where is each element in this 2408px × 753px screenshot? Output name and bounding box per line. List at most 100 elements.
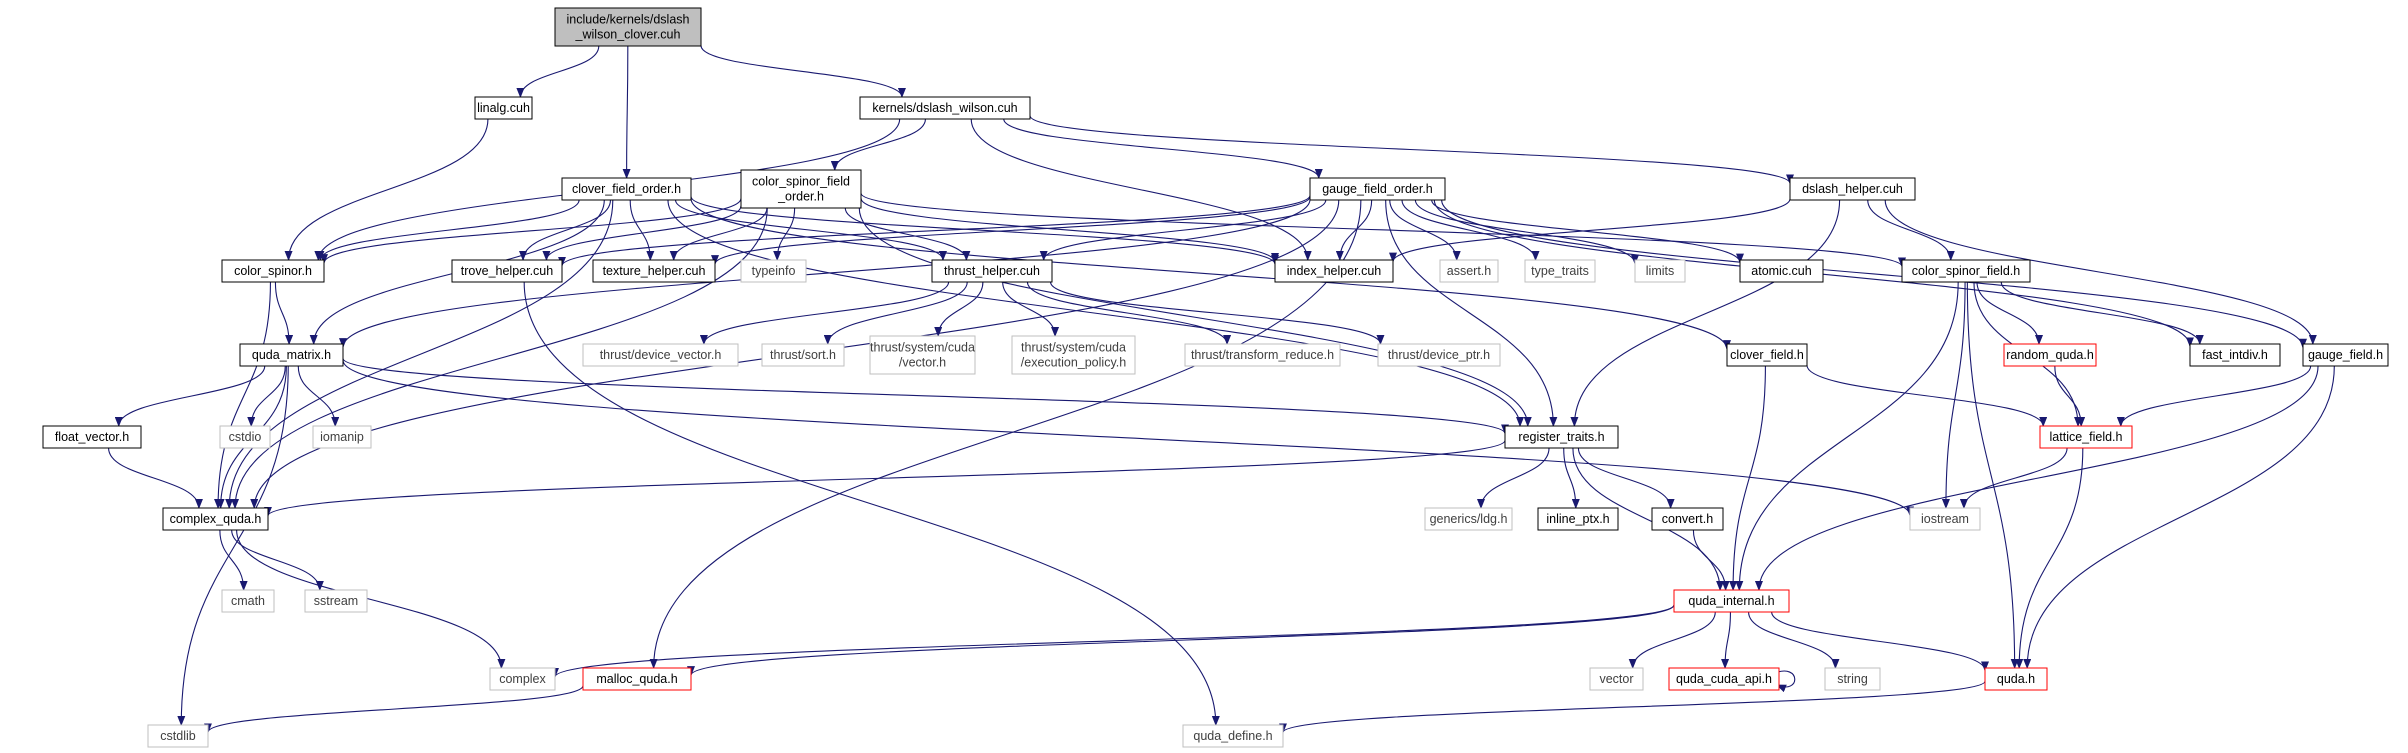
node-label: thrust_helper.cuh bbox=[944, 264, 1040, 278]
node-color_spinor_field_order[interactable]: color_spinor_field_order.h bbox=[740, 169, 862, 209]
node-trove_helper[interactable]: trove_helper.cuh bbox=[451, 259, 563, 283]
node-label: type_traits bbox=[1531, 264, 1589, 278]
node-vector[interactable]: vector bbox=[1589, 667, 1644, 691]
node-box bbox=[1901, 259, 2031, 283]
node-lattice_field[interactable]: lattice_field.h bbox=[2039, 425, 2133, 449]
node-clover_field[interactable]: clover_field.h bbox=[1726, 343, 1808, 367]
edge-root-to-linalg bbox=[516, 45, 600, 98]
node-index_helper[interactable]: index_helper.cuh bbox=[1274, 259, 1394, 283]
node-box bbox=[312, 425, 372, 449]
node-typeinfo[interactable]: typeinfo bbox=[740, 259, 807, 283]
node-type_traits[interactable]: type_traits bbox=[1524, 259, 1596, 283]
edge-register_traits-to-generics_ldg bbox=[1477, 447, 1550, 509]
node-clover_field_order[interactable]: clover_field_order.h bbox=[561, 177, 692, 201]
node-linalg[interactable]: linalg.cuh bbox=[474, 96, 533, 120]
node-root[interactable]: include/kernels/dslash_wilson_clover.cuh bbox=[554, 7, 702, 47]
node-t_device_ptr[interactable]: thrust/device_ptr.h bbox=[1377, 343, 1501, 367]
node-malloc_quda[interactable]: malloc_quda.h bbox=[582, 667, 692, 691]
node-inline_ptx[interactable]: inline_ptx.h bbox=[1537, 507, 1619, 531]
edge-complex_quda-to-complex bbox=[236, 529, 506, 669]
node-box bbox=[582, 343, 739, 367]
edges-layer bbox=[108, 45, 2335, 734]
node-iomanip[interactable]: iomanip bbox=[312, 425, 372, 449]
node-fast_intdiv[interactable]: fast_intdiv.h bbox=[2189, 343, 2281, 367]
node-dslash_wilson[interactable]: kernels/dslash_wilson.cuh bbox=[859, 96, 1031, 120]
node-register_traits[interactable]: register_traits.h bbox=[1504, 425, 1619, 449]
node-box bbox=[2003, 343, 2097, 367]
edge-color_spinor_field_order-to-thrust_helper bbox=[844, 207, 971, 261]
node-assert[interactable]: assert.h bbox=[1439, 259, 1499, 283]
node-gauge_field_order[interactable]: gauge_field_order.h bbox=[1309, 177, 1446, 201]
node-thrust_helper[interactable]: thrust_helper.cuh bbox=[931, 259, 1053, 283]
node-box bbox=[489, 667, 556, 691]
node-t_sort[interactable]: thrust/sort.h bbox=[761, 343, 845, 367]
node-string[interactable]: string bbox=[1824, 667, 1881, 691]
node-atomic[interactable]: atomic.cuh bbox=[1739, 259, 1824, 283]
node-quda_internal[interactable]: quda_internal.h bbox=[1673, 589, 1790, 613]
node-complex[interactable]: complex bbox=[489, 667, 556, 691]
edge-quda_internal-to-quda bbox=[1771, 611, 1989, 672]
node-cstdlib[interactable]: cstdlib bbox=[147, 724, 209, 748]
edge-gauge_field_order-to-assert bbox=[1389, 199, 1461, 261]
node-label: clover_field_order.h bbox=[572, 182, 681, 196]
node-label: thrust/transform_reduce.h bbox=[1191, 348, 1334, 362]
node-label: thrust/system/cuda bbox=[870, 341, 975, 355]
node-color_spinor_field[interactable]: color_spinor_field.h bbox=[1901, 259, 2031, 283]
node-label: dslash_helper.cuh bbox=[1802, 182, 1903, 196]
node-generics_ldg[interactable]: generics/ldg.h bbox=[1424, 507, 1513, 531]
node-t_device_vector[interactable]: thrust/device_vector.h bbox=[582, 343, 739, 367]
node-quda_matrix[interactable]: quda_matrix.h bbox=[239, 343, 344, 367]
edge-color_spinor_field_order-to-index_helper bbox=[860, 198, 1279, 263]
node-t_transform_reduce[interactable]: thrust/transform_reduce.h bbox=[1184, 343, 1341, 367]
node-gauge_field[interactable]: gauge_field.h bbox=[2302, 343, 2389, 367]
node-box bbox=[1524, 259, 1596, 283]
node-t_cuda_vector[interactable]: thrust/system/cuda/vector.h bbox=[869, 335, 976, 375]
node-box bbox=[1634, 259, 1686, 283]
node-box bbox=[451, 259, 563, 283]
node-box bbox=[561, 177, 692, 201]
edge-thrust_helper-to-t_device_vector bbox=[699, 281, 950, 345]
node-label: cmath bbox=[231, 594, 265, 608]
edge-clover_field_order-to-texture_helper bbox=[629, 199, 655, 261]
node-texture_helper[interactable]: texture_helper.cuh bbox=[592, 259, 716, 283]
node-box bbox=[1789, 177, 1916, 201]
edge-thrust_helper-to-t_transform_reduce bbox=[1026, 281, 1232, 345]
node-box bbox=[147, 724, 209, 748]
edge-gauge_field_order-to-index_helper bbox=[1335, 199, 1373, 261]
edge-convert-to-quda_internal bbox=[1692, 529, 1730, 591]
node-convert[interactable]: convert.h bbox=[1651, 507, 1724, 531]
edge-clover_field_order-to-register_traits bbox=[667, 199, 1524, 427]
node-color_spinor[interactable]: color_spinor.h bbox=[221, 259, 325, 283]
node-box bbox=[869, 335, 976, 375]
node-quda[interactable]: quda.h bbox=[1984, 667, 2048, 691]
node-box bbox=[1439, 259, 1499, 283]
node-t_exec_policy[interactable]: thrust/system/cuda/execution_policy.h bbox=[1011, 335, 1136, 375]
node-box bbox=[1424, 507, 1513, 531]
edge-dslash_wilson-to-dslash_helper bbox=[1029, 115, 1794, 185]
node-dslash_helper[interactable]: dslash_helper.cuh bbox=[1789, 177, 1916, 201]
edge-root-to-dslash_wilson bbox=[700, 45, 906, 98]
edge-root-to-clover_field_order bbox=[622, 45, 631, 179]
node-float_vector[interactable]: float_vector.h bbox=[42, 425, 142, 449]
node-box bbox=[1504, 425, 1619, 449]
node-box bbox=[931, 259, 1053, 283]
node-label: iomanip bbox=[320, 430, 364, 444]
node-label: quda_matrix.h bbox=[252, 348, 331, 362]
node-random_quda[interactable]: random_quda.h bbox=[2003, 343, 2097, 367]
node-quda_define[interactable]: quda_define.h bbox=[1182, 724, 1284, 748]
node-quda_cuda_api[interactable]: quda_cuda_api.h bbox=[1668, 667, 1780, 691]
node-cmath[interactable]: cmath bbox=[221, 589, 275, 613]
node-complex_quda[interactable]: complex_quda.h bbox=[162, 507, 269, 531]
node-limits[interactable]: limits bbox=[1634, 259, 1686, 283]
edge-dslash_helper-to-gauge_field bbox=[1884, 199, 2317, 345]
node-sstream[interactable]: sstream bbox=[304, 589, 368, 613]
node-box bbox=[1673, 589, 1790, 613]
node-box bbox=[582, 667, 692, 691]
node-iostream[interactable]: iostream bbox=[1909, 507, 1981, 531]
edge-quda_matrix-to-cstdlib bbox=[177, 365, 289, 726]
edge-dslash_helper-to-index_helper bbox=[1389, 198, 1791, 263]
node-cstdio[interactable]: cstdio bbox=[219, 425, 271, 449]
node-label: include/kernels/dslash bbox=[567, 13, 690, 27]
node-box bbox=[239, 343, 344, 367]
node-box bbox=[221, 259, 325, 283]
